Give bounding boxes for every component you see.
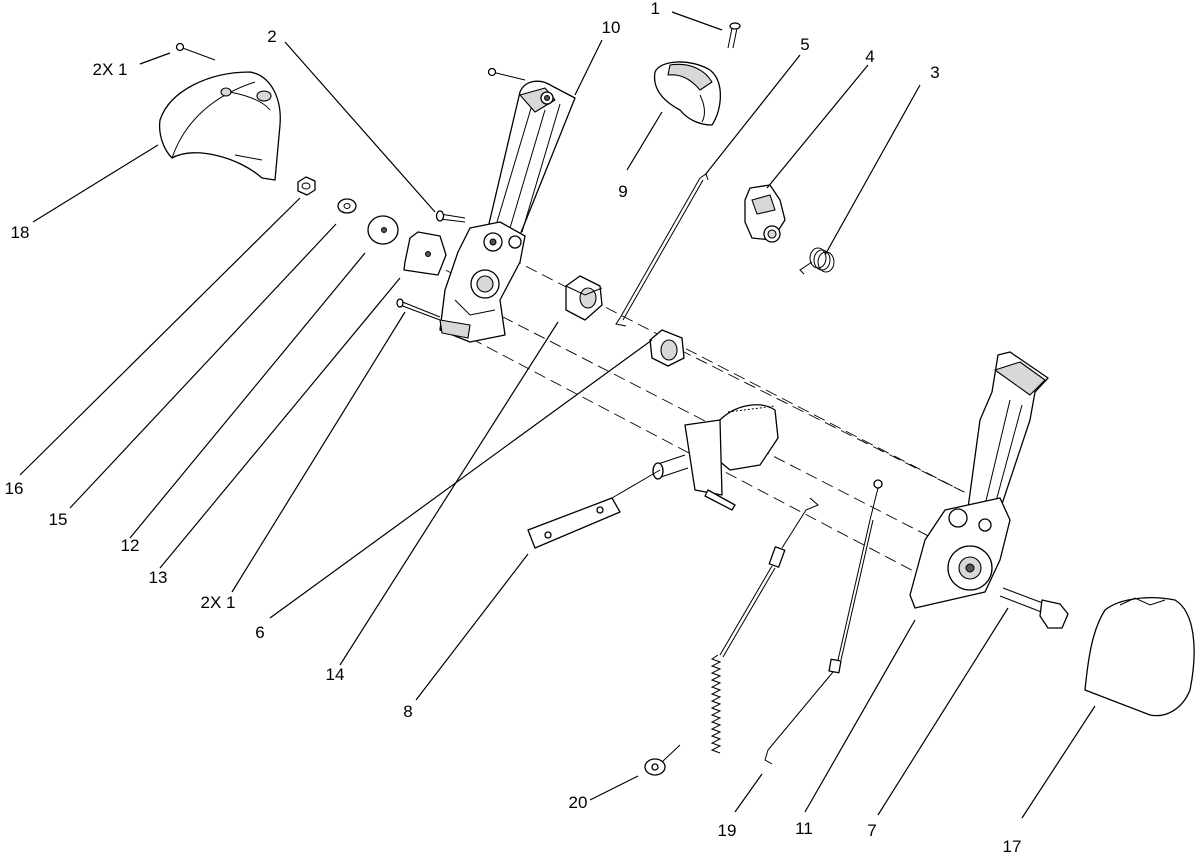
leader-5 [704, 54, 801, 176]
part-5-rod [615, 173, 709, 327]
axis-line-middle [469, 299, 976, 561]
part-2-screw [435, 210, 466, 223]
part-1-screw-lower [396, 298, 441, 321]
callout-4: 4 [865, 47, 874, 66]
leader-19 [734, 773, 763, 813]
part-8-sector-bracket [527, 404, 779, 549]
part-left-lever-housing [439, 221, 526, 343]
part-15-washer [337, 198, 357, 214]
screw-shank [179, 46, 216, 61]
callout-6: 6 [255, 623, 264, 642]
leader-11 [804, 619, 916, 813]
callout-10: 10 [602, 18, 621, 37]
callout-labels: 1 2 3 4 5 6 7 8 9 10 11 12 13 14 15 16 1… [5, 0, 1022, 856]
leader-8 [415, 553, 529, 701]
callout-18: 18 [11, 223, 30, 242]
callout-8: 8 [403, 702, 412, 721]
leader-1 [671, 11, 723, 31]
leader-2x1-bottom [231, 311, 406, 593]
part-7-bolt [999, 587, 1069, 629]
callout-2: 2 [267, 27, 276, 46]
part-19-cable [764, 479, 883, 765]
leader-9 [626, 111, 663, 171]
callout-2x1-bottom: 2X 1 [201, 593, 236, 612]
callout-19: 19 [718, 821, 737, 840]
callout-1: 1 [651, 0, 660, 18]
part-10-left-lever [487, 67, 576, 236]
callout-7: 7 [867, 821, 876, 840]
part-6-bushing [649, 329, 685, 367]
callout-20: 20 [569, 793, 588, 812]
part-9-knob-cap [653, 61, 721, 126]
callout-9: 9 [618, 182, 627, 201]
leader-4 [766, 64, 869, 189]
part-11-right-lever [909, 351, 1049, 609]
part-14-bushing [565, 275, 603, 321]
part-4-latch [744, 184, 786, 243]
leader-13 [159, 277, 401, 569]
part-18-left-cover [158, 42, 281, 181]
callout-11: 11 [795, 819, 813, 838]
leader-2x1-top [139, 52, 171, 65]
leader-12 [129, 252, 366, 539]
axis-line-top [679, 349, 981, 501]
leader-18 [32, 144, 159, 223]
leader-3 [824, 84, 921, 256]
callout-15: 15 [49, 510, 68, 529]
leader-15 [69, 223, 337, 509]
leader-16 [19, 197, 301, 476]
part-17-right-cover [1084, 597, 1195, 717]
leader-20 [589, 775, 639, 801]
callout-14: 14 [326, 665, 345, 684]
leader-7 [877, 607, 1009, 816]
leader-10 [574, 39, 603, 96]
leader-2 [284, 41, 436, 213]
part-12-washer [367, 215, 399, 245]
part-3-spring [799, 247, 835, 275]
callout-3: 3 [930, 63, 939, 82]
part-16-nut [297, 176, 316, 196]
leader-17 [1021, 705, 1096, 819]
part-1-screw-top [727, 22, 741, 49]
part-20-spring-cable [644, 497, 819, 776]
callout-16: 16 [5, 479, 24, 498]
leader-lines [19, 11, 1096, 819]
part-13-plate [403, 231, 447, 276]
callout-13: 13 [149, 568, 168, 587]
callout-5: 5 [800, 35, 809, 54]
leader-14 [339, 321, 559, 666]
axis-line-upper [509, 257, 961, 491]
leader-6 [269, 339, 653, 619]
callout-12: 12 [121, 536, 140, 555]
callout-2x1-top: 2X 1 [93, 60, 128, 79]
callout-17: 17 [1003, 837, 1022, 856]
